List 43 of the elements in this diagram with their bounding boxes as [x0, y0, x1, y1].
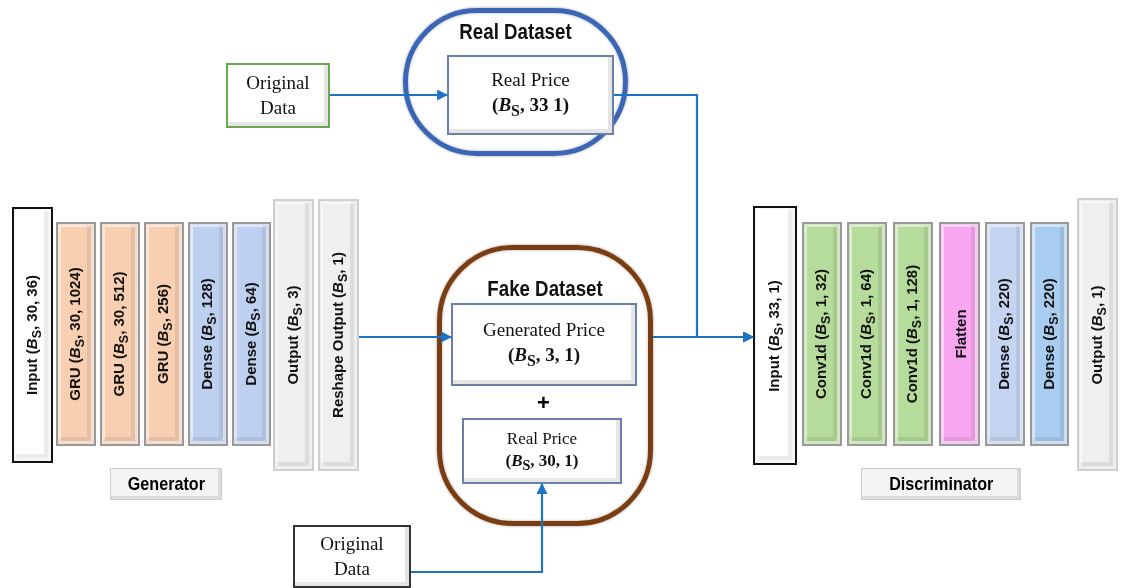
layer-label: Flatten — [951, 309, 968, 359]
arrow — [330, 89, 449, 101]
shape-label: (B$_{S}$, 3, 1) — [507, 342, 581, 371]
plus-sign: + — [537, 391, 550, 415]
dataset-container — [403, 8, 628, 156]
layer-box — [847, 222, 887, 446]
source-box — [293, 525, 411, 588]
box-title: Real Price — [506, 427, 578, 450]
layer-box — [12, 207, 53, 463]
arrow — [653, 331, 755, 343]
data-box — [462, 418, 622, 484]
layer-box — [56, 222, 96, 446]
container-title: Fake Dataset — [486, 276, 604, 302]
arrow — [359, 331, 453, 343]
layer-box — [318, 199, 359, 471]
layer-box — [273, 199, 314, 471]
arrow — [411, 482, 548, 574]
box-title: Original Data — [319, 531, 385, 581]
section-label: Generator — [127, 473, 205, 495]
container-title: Real Dataset — [458, 19, 573, 45]
dataset-container — [437, 245, 653, 526]
layer-box — [144, 222, 184, 446]
layer-box — [1077, 198, 1118, 471]
section-tag — [110, 468, 222, 500]
section-label: Discriminator — [888, 473, 994, 495]
data-box — [451, 303, 637, 386]
layer-box — [753, 206, 797, 465]
data-box — [447, 55, 614, 135]
layer-box — [893, 222, 933, 446]
box-title: Generated Price — [483, 317, 605, 342]
layer-box — [939, 222, 980, 446]
layer-box — [802, 222, 842, 446]
layer-box — [100, 222, 140, 446]
layer-box — [1030, 222, 1069, 446]
layer-box — [232, 222, 271, 446]
layer-box — [985, 222, 1025, 446]
shape-label: (B$_{S}$, 30, 1) — [505, 449, 579, 475]
section-tag — [861, 468, 1021, 500]
source-box — [226, 63, 330, 128]
box-title: Original Data — [245, 70, 311, 120]
layer-box — [188, 222, 228, 446]
shape-label: (B$_{S}$, 33 1) — [492, 93, 569, 121]
box-title: Real Price — [491, 68, 570, 93]
